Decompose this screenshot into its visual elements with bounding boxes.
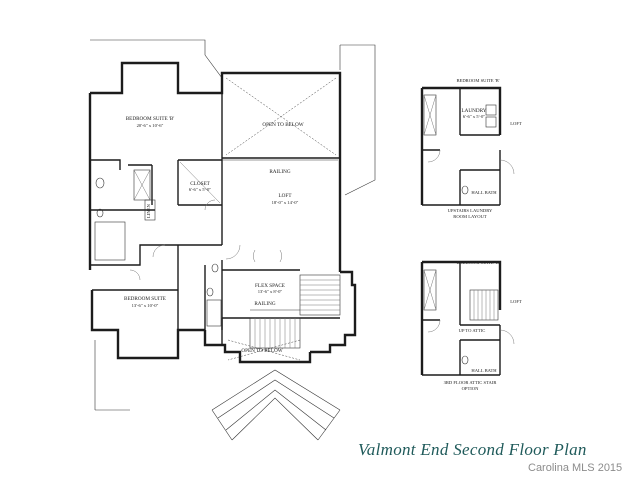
open-to-below-top-label: OPEN TO BELOW <box>262 122 303 128</box>
bedroom-suite-label: BEDROOM SUITE <box>124 296 166 302</box>
laundry-label: LAUNDRY <box>461 108 486 114</box>
stair-treads <box>249 274 341 349</box>
bedroom-suite-b-label: BEDROOM SUITE 'B' <box>126 116 175 122</box>
laundry-caption-line1: UPSTAIRS LAUNDRY <box>448 208 493 213</box>
bedroom-suite-b-dimensions: 20'-6" x 10'-6" <box>137 123 164 128</box>
linen-label: LINEN <box>146 204 151 218</box>
up-to-attic-label: UP TO ATTIC <box>459 328 486 333</box>
attic-caption-line2: OPTION <box>462 386 480 391</box>
railing-top-label: RAILING <box>269 169 291 175</box>
laundry-opt-loft-label: LOFT <box>510 121 522 126</box>
laundry-opt-hall-bath-label: HALL BATH <box>471 190 497 195</box>
bedroom-suite-dimensions: 13'-6" x 10'-0" <box>132 303 159 308</box>
open-to-below-bottom-label: OPEN TO BELOW <box>241 348 282 354</box>
plan-title: Valmont End Second Floor Plan <box>358 440 587 459</box>
laundry-dimensions: 6'-6" x 5'-0" <box>463 114 485 119</box>
flex-space-label: FLEX SPACE <box>255 283 285 289</box>
attic-stair-option: BEDROOM SUITE 'B' LOFT UP TO ATTIC HALL … <box>420 260 522 391</box>
closet-label: CLOSET <box>190 181 210 187</box>
attic-opt-loft-label: LOFT <box>510 299 522 304</box>
railing-bottom-label: RAILING <box>254 301 276 307</box>
laundry-caption-line2: ROOM LAYOUT <box>453 214 487 219</box>
flex-space-dimensions: 13'-6" x 8'-0" <box>258 289 283 294</box>
loft-label: LOFT <box>279 193 293 199</box>
closet-dimensions: 6'-6" x 5'-0" <box>189 187 211 192</box>
loft-dimensions: 18'-0" x 14'-0" <box>272 200 299 205</box>
mls-watermark: Carolina MLS 2015 <box>528 462 623 474</box>
attic-caption-line1: 3RD FLOOR ATTIC STAIR <box>444 380 498 385</box>
attic-opt-hall-bath-label: HALL BATH <box>471 368 497 373</box>
upstairs-laundry-layout: BEDROOM SUITE 'B' LAUNDRY 6'-6" x 5'-0" … <box>420 78 522 219</box>
laundry-opt-bedroom-suite-b-label: BEDROOM SUITE 'B' <box>456 78 499 83</box>
attic-opt-bedroom-suite-b-label: BEDROOM SUITE 'B' <box>456 260 499 265</box>
roof-gable <box>211 369 341 441</box>
main-floor-plan: BEDROOM SUITE 'B' 20'-6" x 10'-6" OPEN T… <box>88 39 376 441</box>
